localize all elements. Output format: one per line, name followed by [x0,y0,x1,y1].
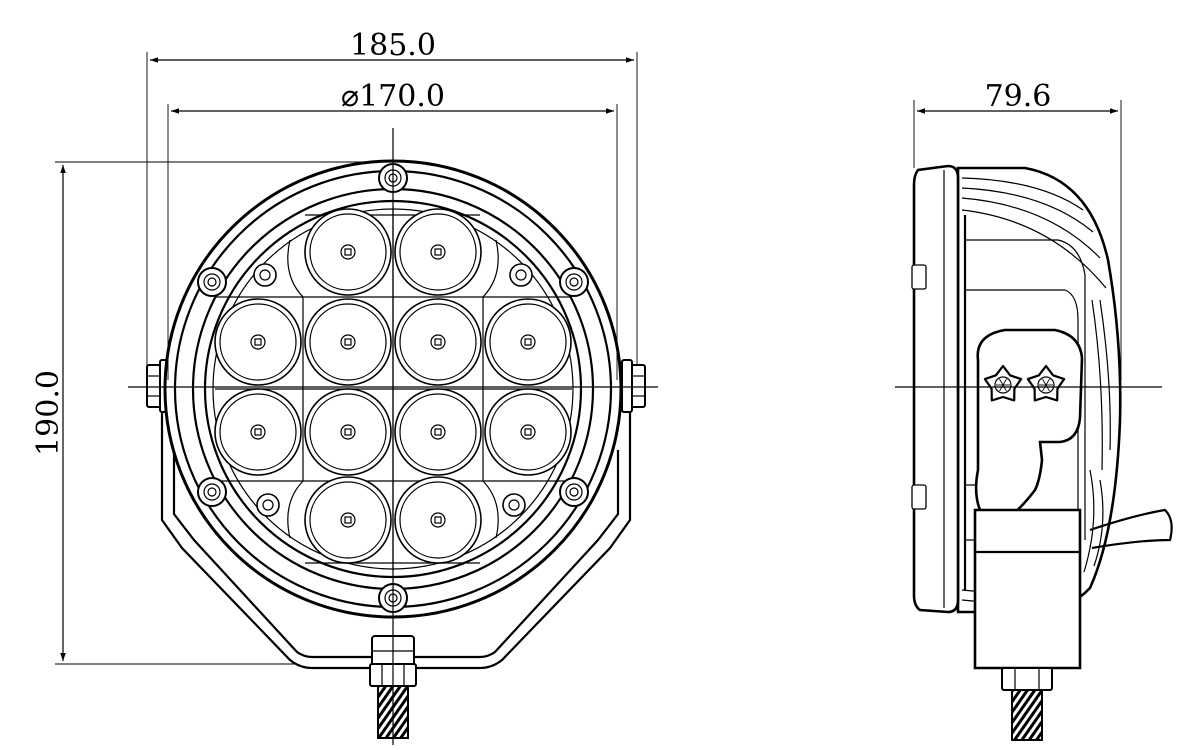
dim-label-lens-diameter: ⌀170.0 [341,79,445,114]
dimension-height: 190.0 [31,161,390,665]
dimension-depth: 79.6 [913,79,1122,380]
dim-label-height: 190.0 [31,370,66,456]
side-bracket [973,328,1084,670]
dim-label-overall-width: 185.0 [350,28,436,63]
dim-label-depth: 79.6 [985,79,1052,114]
adjustment-knobs [983,364,1066,402]
led-array [214,208,572,564]
side-bezel [912,164,960,614]
led-reflector [304,476,392,564]
dimension-overall-width: 185.0 [146,28,638,365]
led-reflector [484,388,572,476]
led-reflector [484,298,572,386]
led-reflector [304,208,392,296]
side-cable [1089,508,1173,550]
knob-icon [983,364,1023,402]
reflector-screw [256,493,280,517]
led-reflector [394,476,482,564]
knob-icon [1026,364,1066,402]
led-reflector [214,388,302,476]
dimension-lens-diameter: ⌀170.0 [167,79,618,380]
bezel-screw [197,267,227,297]
led-reflector [214,298,302,386]
reflector-screw [502,493,526,517]
led-reflector [394,208,482,296]
bezel-screw [559,477,589,507]
led-reflector [394,298,482,386]
led-reflector [304,298,392,386]
bezel-screw [559,267,589,297]
led-reflector [394,388,482,476]
reflector-screw [253,263,277,287]
side-cable-gland [1001,667,1053,741]
led-reflector [304,388,392,476]
right-side-bolt [621,359,646,413]
side-view [895,164,1173,741]
bezel-screw [197,477,227,507]
reflector-screw [509,263,533,287]
front-view [128,128,658,745]
